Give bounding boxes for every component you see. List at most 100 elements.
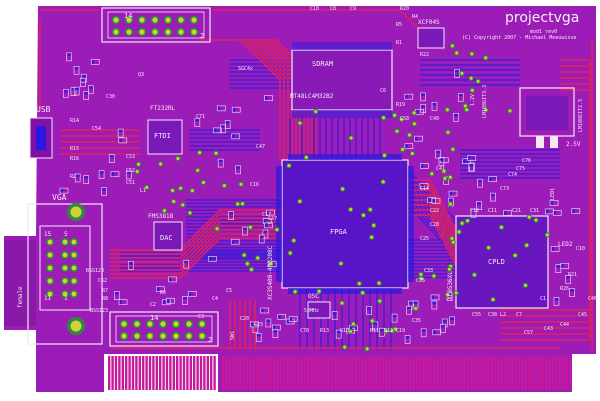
ftdi-part-label: FT232RL (150, 105, 176, 112)
refdes-label: C52 (126, 168, 135, 174)
smd-part (453, 113, 459, 122)
via-drill (349, 330, 353, 334)
edge-finger (213, 356, 216, 390)
edge-finger (259, 356, 262, 390)
smd-part (166, 297, 175, 304)
refdes-label: R13 (320, 328, 329, 334)
refdes-label: R14 (70, 118, 79, 124)
smd-pad (409, 301, 414, 304)
edge-finger (521, 356, 524, 390)
refdes-label: R5 (396, 22, 402, 28)
via-drill (419, 277, 423, 281)
smd-pad (250, 322, 254, 327)
edge-finger (300, 356, 303, 390)
smd-part (252, 324, 259, 334)
smd-part (265, 318, 272, 328)
smd-pad (289, 316, 293, 321)
edge-finger (364, 356, 368, 390)
refdes-label: C43 (544, 326, 553, 332)
via-drill (442, 169, 446, 173)
smd-part (182, 296, 188, 305)
ftdi-label: FTDI (154, 132, 171, 140)
xcf-prom (417, 27, 445, 49)
edge-finger (490, 356, 493, 390)
via-drill (341, 187, 345, 191)
smd-part (258, 234, 265, 244)
via-drill (287, 164, 291, 168)
vga-pin-drill (71, 291, 77, 297)
via-drill (487, 246, 491, 250)
via-drill (370, 319, 374, 323)
smd-pad (442, 319, 447, 322)
refdes-label: C62 (98, 278, 107, 284)
via-drill (451, 147, 455, 151)
smd-part (404, 143, 414, 149)
smd-part (550, 246, 560, 252)
edge-finger (381, 356, 385, 390)
smd-part (469, 162, 475, 172)
edge-finger (466, 356, 470, 390)
via-drill (314, 109, 318, 113)
smd-part (404, 93, 414, 100)
smd-pad (71, 88, 76, 91)
fpga-part-label: XC3S400-4PQ208C (267, 245, 274, 300)
smd-part (366, 306, 372, 315)
smd-part (66, 52, 72, 62)
via-drill (269, 262, 273, 266)
edge-finger (511, 356, 514, 390)
smd-part (435, 149, 441, 159)
refdes-label: R20 (400, 6, 409, 12)
refdes-label: L2 (500, 312, 506, 318)
edge-finger (487, 356, 490, 390)
smd-pad (407, 306, 412, 310)
smd-part (477, 178, 483, 188)
edge-finger (517, 356, 521, 390)
via-drill (349, 208, 353, 212)
refdes-label: R11 (370, 328, 379, 334)
smd-part (74, 173, 81, 183)
via-drill (454, 291, 458, 295)
via-drill (171, 188, 175, 192)
smd-pad (556, 265, 561, 268)
usb-connector (29, 117, 53, 159)
edge-finger (235, 356, 238, 390)
smd-pad (449, 191, 453, 196)
via-drill (448, 202, 452, 206)
smd-pad (428, 198, 431, 203)
refdes-label: C11 (488, 208, 497, 214)
via-drill (240, 202, 244, 206)
via-drill (361, 213, 365, 217)
smd-part (272, 324, 281, 331)
board-copyright: (C) Copyright 2007 - Michael Meeuwisse (462, 35, 576, 41)
smd-pad (553, 210, 557, 215)
via-drill (357, 282, 361, 286)
smd-part (264, 222, 273, 229)
smd-part (391, 313, 398, 323)
smd-pad (67, 53, 72, 56)
header-bot-pin14: 14 (150, 314, 158, 322)
edge-finger (210, 356, 213, 390)
smd-pad (118, 129, 123, 133)
edge-finger (252, 356, 255, 390)
vga-label: VGA (52, 193, 67, 202)
via-drill (484, 108, 488, 112)
via-drill (378, 299, 382, 303)
smd-pad (272, 325, 276, 330)
refdes-label: C30 (106, 94, 115, 100)
smd-pad (126, 171, 131, 174)
dac-label: DAC (160, 234, 173, 242)
smd-part (462, 158, 471, 165)
refdes-label: C33 (424, 268, 433, 274)
smd-pad (232, 107, 236, 112)
refdes-label: R1 (396, 40, 402, 46)
smd-part (70, 87, 77, 96)
edge-finger (182, 356, 186, 390)
edge-finger (443, 356, 446, 390)
vga-pin15: 15 (44, 231, 52, 238)
via-drill (408, 133, 412, 137)
smd-part (569, 288, 575, 297)
smd-pad (111, 172, 114, 177)
smd-pad (184, 260, 189, 264)
regulator-25 (519, 87, 575, 148)
via-drill (248, 225, 252, 229)
